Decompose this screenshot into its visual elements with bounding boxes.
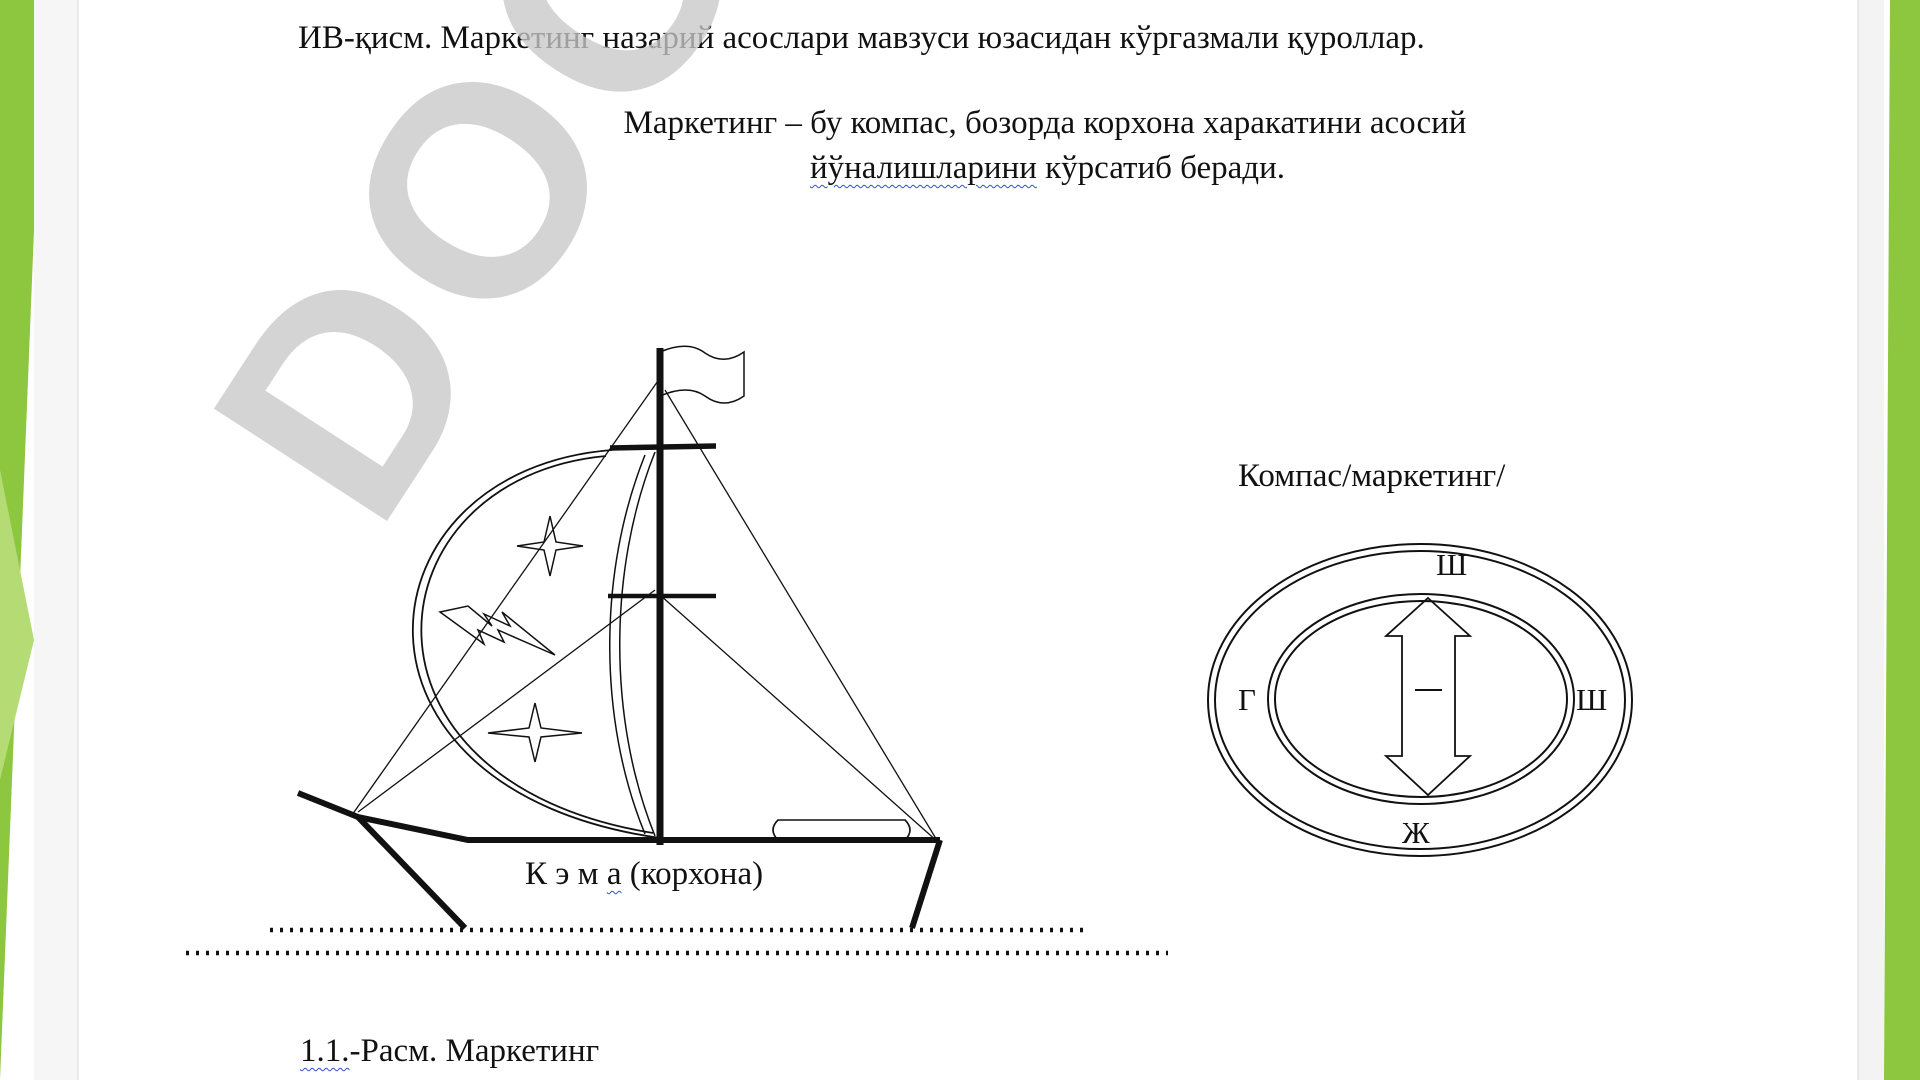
- main-sail: [412, 449, 661, 839]
- compass-label-east: Ш: [1576, 682, 1608, 717]
- compass-label-south: Ж: [1402, 815, 1430, 850]
- page-heading: ИВ-қисм. Маркетинг назарий асослари мавз…: [298, 20, 1425, 56]
- lightning-icon: [438, 605, 556, 656]
- figure-number: 1.1.: [300, 1033, 350, 1069]
- ship-label: К э м а (корхона): [525, 856, 763, 893]
- lead-line-1: Маркетинг – бу компас, бозорда корхона х…: [623, 105, 1467, 141]
- lead-line-2: йўналишларини кўрсатиб беради.: [0, 150, 1920, 187]
- ship-label-rest: (корхона): [621, 856, 764, 892]
- ship-label-letters: К э м: [525, 856, 607, 892]
- ship-drawing: [296, 345, 943, 931]
- flag-icon: [659, 345, 745, 404]
- compass-label-north: Ш: [1436, 547, 1468, 582]
- figure-caption-text: -Расм. Маркетинг: [349, 1033, 600, 1069]
- star-icon: [516, 515, 584, 577]
- ship-label-underlined: а: [606, 856, 622, 892]
- lead-line-2-rest: кўрсатиб беради.: [1036, 150, 1285, 186]
- compass-needle-icon: [1383, 596, 1473, 797]
- compass-label-west: Г: [1238, 682, 1256, 717]
- lead-line-2-word: йўналишларини: [809, 150, 1037, 186]
- compass-drawing: [1207, 543, 1633, 857]
- figure-caption: 1.1.-Расм. Маркетинг: [300, 1033, 599, 1070]
- star-icon-2: [487, 702, 583, 763]
- right-green-bar: [1884, 0, 1920, 1080]
- left-green-bar: [0, 0, 34, 1080]
- compass-title: Компас/маркетинг/: [1238, 458, 1506, 494]
- left-green-triangle: [0, 470, 34, 780]
